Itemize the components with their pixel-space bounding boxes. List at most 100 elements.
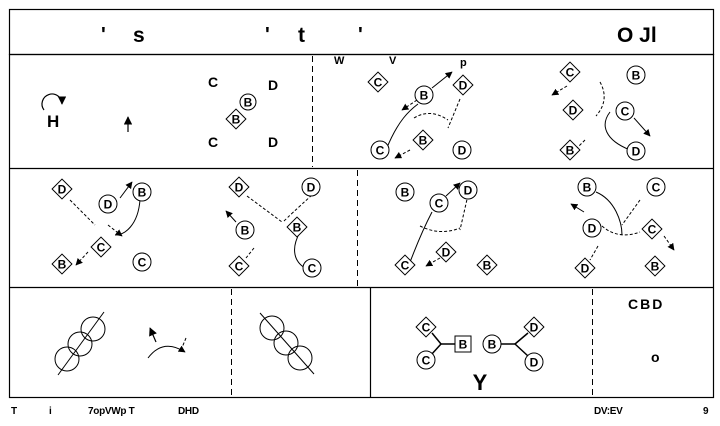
c-diamond-node [559,61,581,83]
header-glyph-2: s [133,24,145,47]
d-circle-node [98,194,118,214]
svg-text:C: C [401,259,410,273]
c-diamond-node [367,71,389,93]
row2-panel3: B C D D C B [394,180,498,276]
c-circle-node [302,258,322,278]
svg-text:B: B [232,113,241,127]
svg-text:D: D [104,198,113,212]
d-circle-node [582,218,602,238]
c-circle-node [132,252,152,272]
svg-text:C: C [566,66,575,80]
dash-link [69,199,96,226]
svg-text:B: B [488,338,497,352]
arc-link [409,211,433,263]
b-circle-node [577,177,597,197]
svg-text:D: D [530,356,539,370]
svg-text:D: D [581,262,590,276]
svg-text:D: D [442,246,451,260]
arrow-ur [431,71,453,89]
ring-circle [273,330,299,356]
c-label-bottom: C [208,134,218,150]
c-circle-node [429,193,449,213]
svg-text:B: B [419,134,428,148]
svg-text:B: B [483,259,492,273]
ring-circle [80,316,106,342]
svg-text:B: B [293,221,302,235]
header-glyph-1: ' [101,24,106,46]
svg-text:B: B [420,89,429,103]
axis-line [259,312,315,375]
b-diamond-node [559,139,581,161]
c-circle-node [416,350,436,370]
svg-text:D: D [464,184,473,198]
arrow-ur [119,181,133,199]
ring-circle [67,331,93,357]
h-label: H [47,112,59,131]
c-diamond-node [228,255,250,277]
svg-text:C: C [308,262,317,276]
y-label: Y [473,370,488,395]
d-diamond-node [562,99,584,121]
d-circle-node [301,177,321,197]
b-square-node [454,335,472,353]
b-diamond-node [476,254,498,276]
arrow-dl [75,251,89,266]
b-diamond-node [225,108,247,130]
svg-text:C: C [435,197,444,211]
svg-text:C: C [235,260,244,274]
svg-text:B: B [651,260,660,274]
svg-text:C: C [97,241,106,255]
d-diamond-node [523,316,545,338]
b-diamond-node [51,253,73,275]
d-label-top: D [268,77,278,93]
b-circle-node [395,182,415,202]
svg-text:B: B [632,69,641,83]
row1-panel2: W V p C B D C B D [334,55,474,160]
bond-line [431,332,442,345]
panel-frame [8,53,715,399]
svg-text:D: D [588,222,597,236]
row3-panel2 [259,312,315,375]
footer-text-d: DHD [178,406,199,417]
svg-text:D: D [235,181,244,195]
svg-text:B: B [244,96,253,110]
dash-curve [282,194,313,223]
dash-link [621,199,641,226]
arrow-ul [225,210,237,223]
svg-text:B: B [58,258,67,272]
d-diamond-node [51,178,73,200]
p-label: p [460,57,467,69]
d-diamond-node [452,74,474,96]
svg-text:B: B [401,186,410,200]
b-circle-node [626,65,646,85]
bond-line [430,343,442,356]
dash-bl [245,247,255,259]
svg-text:C: C [652,181,661,195]
d-circle-node [626,141,646,161]
footer-text-e: DV:EV [594,406,623,417]
c-diamond-node [641,218,663,240]
b-circle-node [414,85,434,105]
dash-link [459,194,469,231]
svg-text:C: C [648,223,657,237]
dash-arc [413,113,449,121]
c-label-top: C [208,74,218,90]
arrow-dash [401,99,418,111]
b-diamond-node [644,255,666,277]
header-right-label: O Jl [617,24,657,47]
c-circle-node [615,101,635,121]
arc-link [604,111,631,151]
svg-text:C: C [376,144,385,158]
bond-line [514,332,529,345]
svg-text:C: C [422,354,431,368]
ring-circle [54,346,80,372]
dash-arc [419,225,461,232]
svg-text:B: B [583,181,592,195]
c-diamond-node [415,316,437,338]
arc-link [294,231,306,269]
b-circle-node [482,334,502,354]
tick-mark [149,327,157,343]
header-glyph-3: ' [265,24,270,46]
svg-text:D: D [459,79,468,93]
